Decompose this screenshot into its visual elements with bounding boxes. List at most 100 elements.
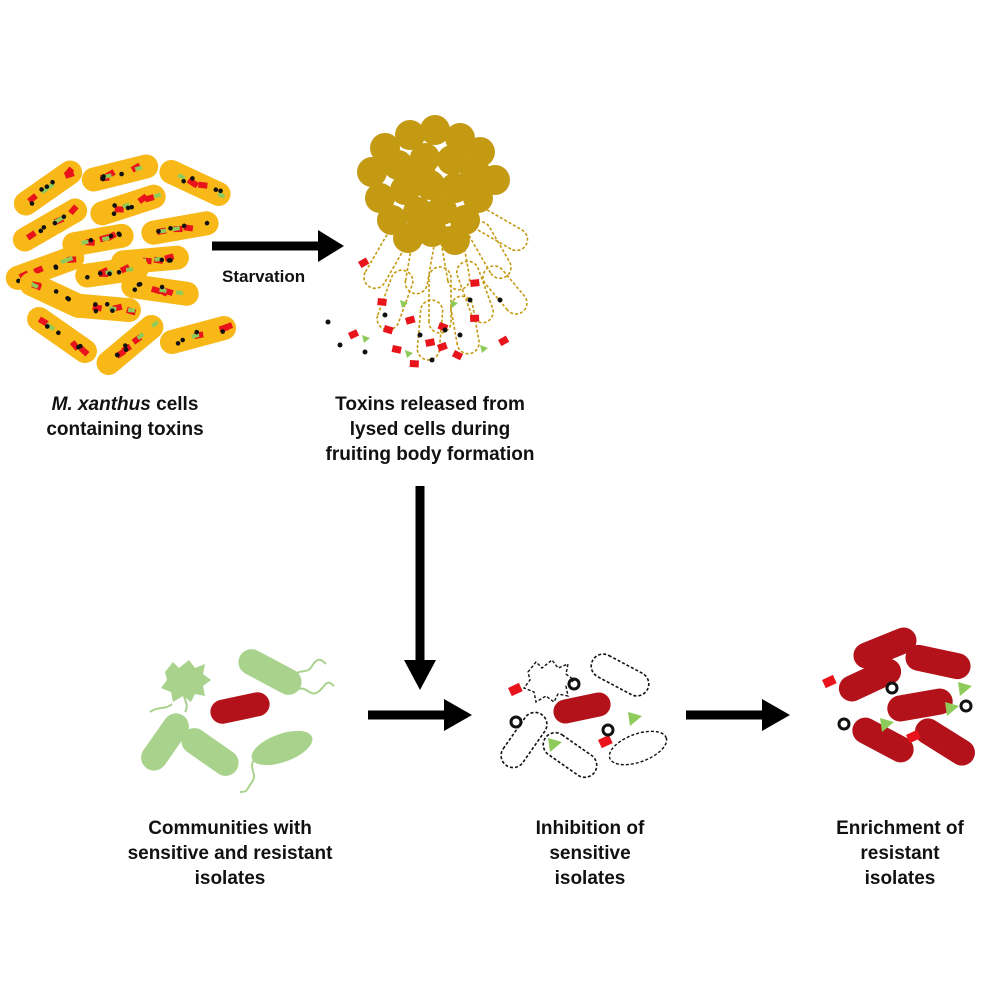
resistant-rod-cell-icon xyxy=(915,718,975,766)
toxin-particle-icon xyxy=(136,332,145,340)
toxin-particle-icon xyxy=(53,289,59,294)
flagellum-icon xyxy=(295,681,335,695)
toxin-particle-icon xyxy=(337,342,343,348)
cell-body xyxy=(838,658,902,702)
stage3-line3: isolates xyxy=(194,868,266,889)
stage4-line3: isolates xyxy=(554,868,626,889)
toxin-particle-icon xyxy=(429,357,435,363)
toxin-particle-icon xyxy=(480,345,488,353)
spore-ball-icon xyxy=(357,157,387,187)
resistant-rod-cell-icon xyxy=(210,692,270,724)
toxin-particle-icon xyxy=(104,301,110,307)
stage5-line3: isolates xyxy=(864,868,936,889)
spore-ball-icon xyxy=(395,120,425,150)
stage5-caption: Enrichment of resistant isolates xyxy=(800,816,1000,891)
toxin-particle-icon xyxy=(112,203,117,208)
toxin-particle-icon xyxy=(198,181,208,189)
myxo-rod-cell-icon xyxy=(90,184,166,226)
myxo-rod-cell-icon xyxy=(81,154,159,192)
lysed-cell-outline-icon xyxy=(416,299,444,361)
enrichment-cells xyxy=(821,627,975,766)
toxin-particle-icon xyxy=(509,715,523,729)
stage2-line2: lysed cells during xyxy=(349,419,511,440)
toxin-particle-icon xyxy=(821,674,837,689)
toxin-particle-icon xyxy=(469,279,480,287)
toxin-particle-icon xyxy=(168,258,173,263)
community-cells xyxy=(141,649,335,793)
cell-body xyxy=(69,293,141,323)
cell-body xyxy=(887,688,953,722)
stage4-line1: Inhibition of xyxy=(535,818,645,839)
inhibition-arrow xyxy=(368,699,472,731)
cell-body xyxy=(210,692,270,724)
toxin-particle-icon xyxy=(25,230,37,241)
resistant-rod-cell-icon xyxy=(853,627,917,669)
spore-ball-icon xyxy=(437,145,467,175)
stage2-caption: Toxins released from lysed cells during … xyxy=(300,392,560,467)
cell-body xyxy=(852,717,914,763)
toxin-particle-icon xyxy=(37,316,49,327)
toxin-particle-icon xyxy=(159,257,165,263)
myxo-rod-cell-icon xyxy=(159,160,231,206)
toxin-particle-icon xyxy=(81,239,89,245)
toxin-particle-icon xyxy=(409,360,419,368)
toxin-particle-icon xyxy=(362,335,370,343)
toxin-particle-icon xyxy=(905,729,921,744)
toxin-particle-icon xyxy=(628,712,642,726)
resistant-rod-cell-icon xyxy=(852,717,914,763)
myxo-rod-cell-icon xyxy=(141,211,219,245)
toxin-particle-icon xyxy=(116,231,122,237)
stage4-line2: sensitive xyxy=(549,843,631,864)
toxin-particle-icon xyxy=(56,330,61,336)
toxin-particle-icon xyxy=(66,296,72,302)
toxin-particle-icon xyxy=(88,237,94,243)
toxin-particle-icon xyxy=(104,173,112,179)
toxin-particle-icon xyxy=(405,350,413,358)
enrichment-arrow xyxy=(686,699,790,731)
toxin-particle-icon xyxy=(61,214,67,219)
toxin-particle-icon xyxy=(217,191,226,199)
stage1-line2: containing toxins xyxy=(46,419,204,440)
toxin-particle-icon xyxy=(134,165,143,172)
toxin-particle-icon xyxy=(425,338,436,347)
toxin-particle-icon xyxy=(30,282,39,289)
toxin-particle-icon xyxy=(41,225,47,230)
toxin-particle-icon xyxy=(52,220,58,226)
toxin-particle-icon xyxy=(382,312,388,318)
spore-ball-icon xyxy=(463,183,493,213)
toxin-particle-icon xyxy=(76,344,81,350)
myxo-cell-cluster xyxy=(5,154,237,375)
myxo-rod-cell-icon xyxy=(96,315,164,375)
cell-body xyxy=(96,315,164,375)
toxin-particle-icon xyxy=(945,702,959,716)
toxin-particle-icon xyxy=(63,166,75,178)
cell-body xyxy=(181,728,239,776)
toxin-particle-icon xyxy=(442,327,448,333)
spore-ball-icon xyxy=(440,173,470,203)
sensitive-rod-cell-icon xyxy=(141,713,189,771)
lysed-cell-outline-icon xyxy=(456,260,494,324)
toxin-particle-icon xyxy=(567,677,581,691)
toxin-particle-icon xyxy=(391,345,402,354)
resistant-rod-cell-icon xyxy=(887,688,953,722)
toxin-particle-icon xyxy=(123,347,129,352)
toxin-particle-icon xyxy=(405,315,416,325)
toxin-particle-icon xyxy=(837,717,851,731)
toxin-particle-icon xyxy=(29,201,35,206)
cell-body xyxy=(542,731,598,779)
cell-body xyxy=(482,265,528,315)
stage2-line1: Toxins released from xyxy=(335,394,525,415)
toxin-particle-icon xyxy=(159,287,167,293)
toxin-particle-icon xyxy=(467,297,473,303)
spore-ball-icon xyxy=(393,223,423,253)
toxin-particle-icon xyxy=(181,223,187,229)
stage1-caption: M. xanthus cells containing toxins xyxy=(10,392,240,442)
toxin-particle-icon xyxy=(102,236,110,242)
cell-body xyxy=(915,718,975,766)
flagellum-icon xyxy=(183,673,195,713)
cell-body xyxy=(416,299,444,361)
toxin-particle-icon xyxy=(159,284,165,290)
resistant-rod-cell-icon xyxy=(553,692,611,724)
toxin-particle-icon xyxy=(548,738,562,752)
